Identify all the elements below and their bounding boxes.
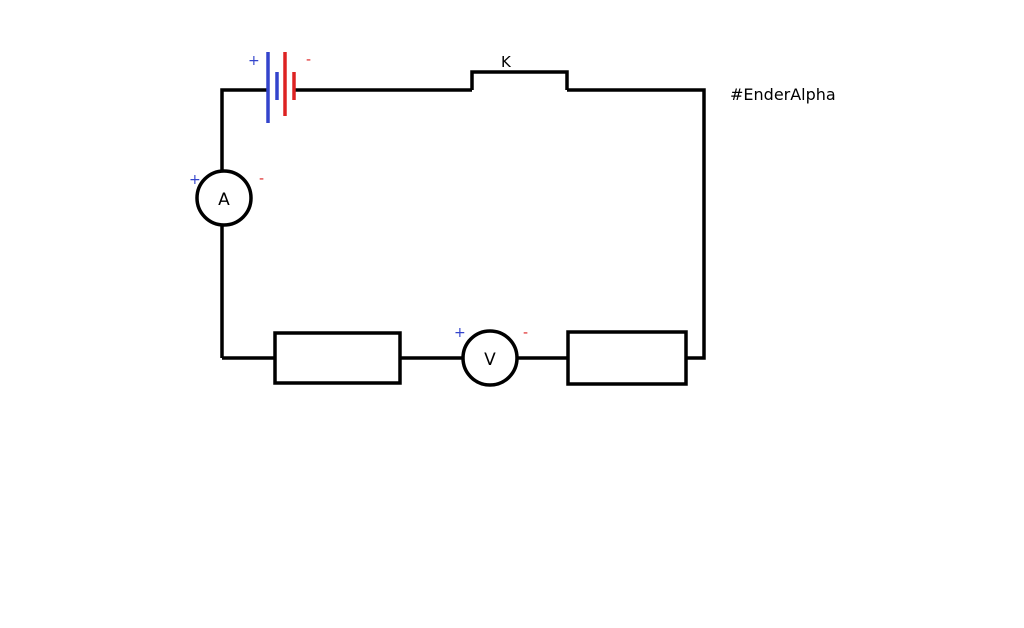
battery-plus-label: +: [248, 53, 260, 69]
voltmeter-label: V: [484, 350, 496, 370]
wire-top-left: [220, 88, 268, 170]
wires: [195, 70, 706, 387]
resistor-1: [273, 331, 402, 385]
wire-right: [567, 88, 706, 360]
voltmeter: [461, 329, 519, 387]
battery-minus-label: -: [306, 52, 311, 68]
resistor-2: [566, 330, 688, 386]
ammeter-plus-label: +: [189, 172, 201, 188]
watermark: #EnderAlpha: [730, 85, 836, 104]
ammeter-label: A: [218, 190, 230, 210]
switch-label: K: [501, 53, 512, 71]
ammeter-minus-label: -: [259, 171, 264, 187]
switch-k: [470, 70, 569, 90]
battery: [266, 52, 296, 123]
voltmeter-plus-label: +: [454, 325, 466, 341]
ammeter: [195, 169, 253, 227]
voltmeter-minus-label: -: [523, 325, 528, 341]
